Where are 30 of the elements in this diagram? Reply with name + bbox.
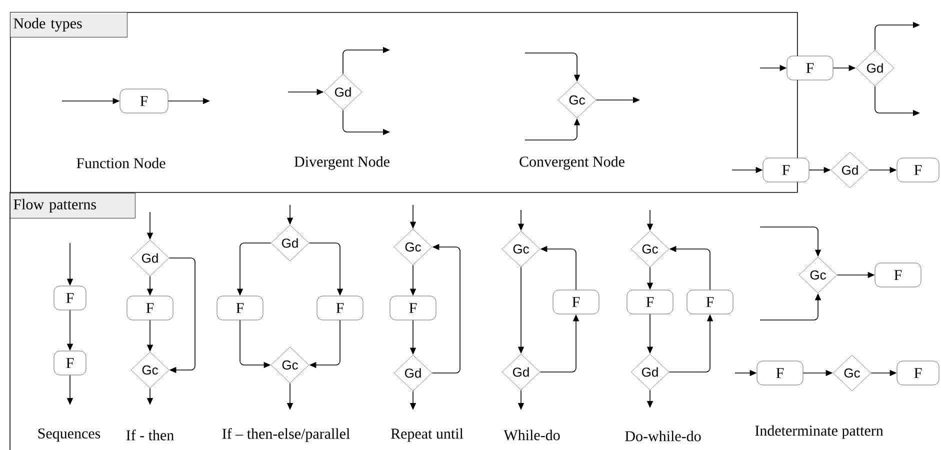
panel-tab: Flow patterns [10,193,136,218]
function-box: F [896,158,940,182]
function-box: F [216,296,264,320]
function-box: F [390,296,436,320]
caption: Sequences [38,428,100,442]
function-box: F [126,296,174,320]
function-box: F [896,360,940,386]
caption: Convergent Node [520,156,624,170]
function-box: F [756,360,804,386]
caption: Divergent Node [294,156,390,170]
function-box: F [552,290,600,314]
caption: Indeterminate pattern [755,425,884,439]
panel-tab: Node types [10,12,128,38]
function-box: F [786,56,834,80]
caption: If - then [126,430,174,440]
function-box: F [762,158,810,182]
function-box: F [316,296,364,320]
function-box: F [120,88,168,114]
arrow [168,258,196,374]
function-box: F [54,286,86,310]
caption: If – then-else/parallel [222,428,350,442]
function-box: F [54,350,86,376]
caption: Function Node [76,158,166,168]
caption: Repeat until [391,428,464,442]
panel-frame [10,12,798,193]
function-box: F [626,290,674,314]
caption: Do-while-do [625,430,701,442]
function-box: F [686,290,734,314]
caption: While-do [504,430,560,440]
function-box: F [874,262,922,288]
